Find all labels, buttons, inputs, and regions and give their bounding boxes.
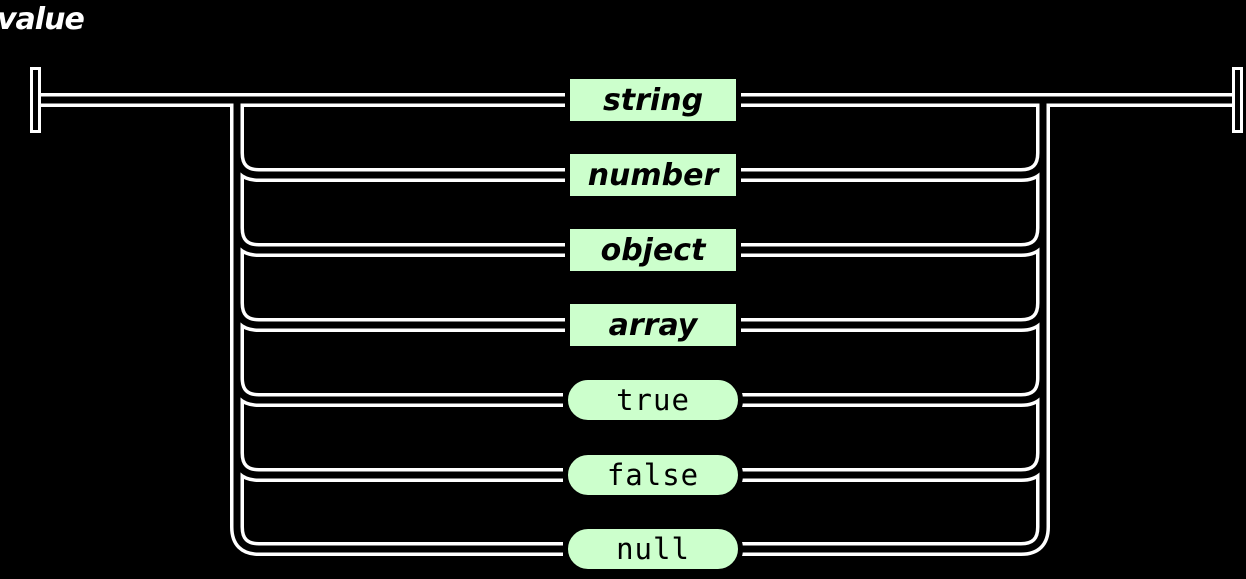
entry-bracket: [30, 67, 41, 133]
node-label: number: [587, 157, 719, 193]
page-title: value: [0, 2, 85, 37]
node-array[interactable]: array: [565, 299, 741, 351]
exit-bracket: [1232, 67, 1243, 133]
node-label: true: [616, 383, 690, 417]
node-null[interactable]: null: [563, 524, 743, 574]
node-label: false: [606, 458, 700, 492]
node-true[interactable]: true: [563, 375, 743, 425]
node-number[interactable]: number: [565, 149, 741, 201]
node-string[interactable]: string: [565, 74, 741, 126]
node-label: object: [600, 232, 706, 268]
rail-inner: [36, 96, 1240, 553]
node-label: array: [608, 307, 698, 343]
node-label: null: [616, 532, 690, 566]
node-label: string: [602, 82, 704, 118]
node-object[interactable]: object: [565, 224, 741, 276]
node-false[interactable]: false: [563, 450, 743, 500]
